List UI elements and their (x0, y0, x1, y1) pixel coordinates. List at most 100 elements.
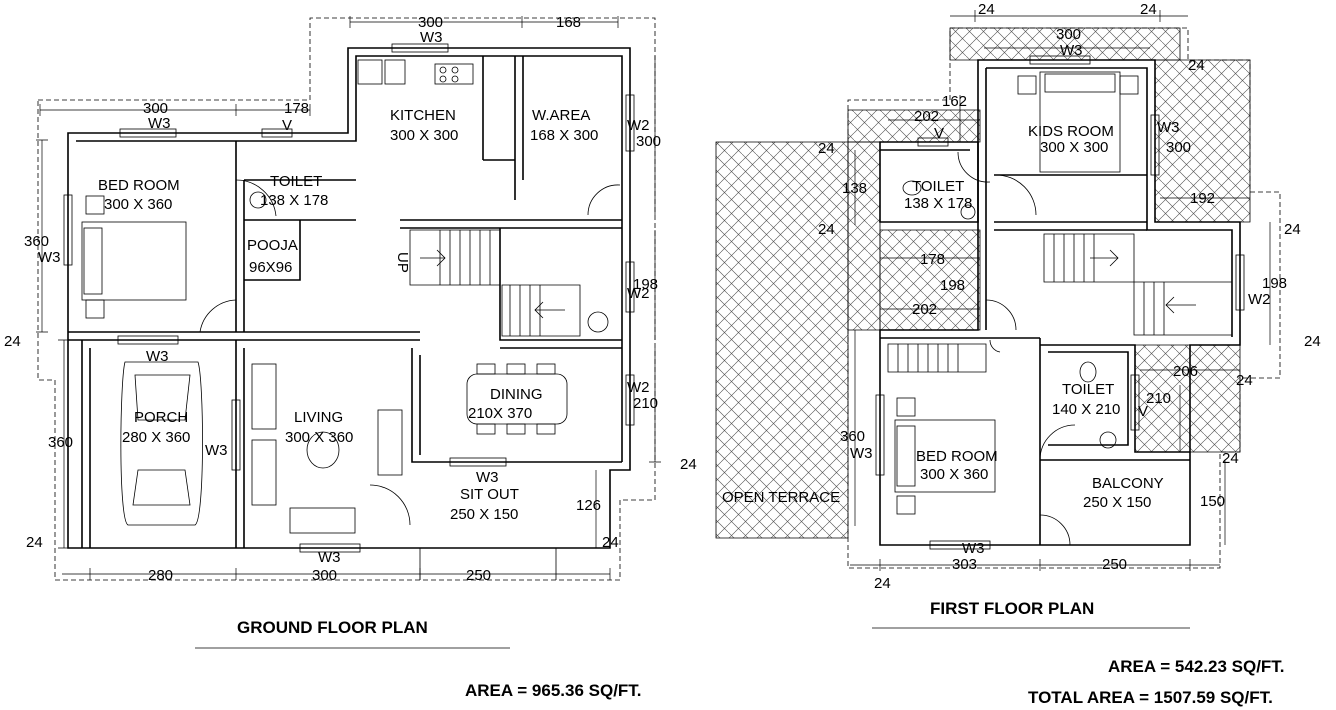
label-gf-vent: V (282, 117, 292, 134)
room-ff-toilet2-size: 140 X 210 (1052, 401, 1120, 418)
dim-ff-24d: 24 (818, 140, 835, 157)
dim-ff-24e: 24 (818, 221, 835, 238)
dim-ff-toilet-depth: 138 (842, 180, 867, 197)
dim-ff-bed-width: 303 (952, 556, 977, 573)
title-first-floor: FIRST FLOOR PLAN (930, 599, 1094, 618)
dim-gf-toilet-width: 178 (284, 100, 309, 117)
dim-ff-198a: 198 (940, 277, 965, 294)
label-gf-window-stair: W2 (627, 285, 650, 302)
dim-ff-202a: 202 (914, 108, 939, 125)
dim-ff-24h: 24 (1236, 372, 1253, 389)
dim-gf-wall-24c: 24 (680, 456, 697, 473)
room-gf-pooja-name: POOJA (247, 237, 298, 254)
dim-ff-206: 206 (1173, 363, 1198, 380)
first-floor-labels: 24 24 300 24 162 202 24 138 24 300 192 2… (722, 1, 1321, 707)
label-gf-window-bed-side: W3 (38, 249, 61, 266)
dim-ff-balcony-width: 250 (1102, 556, 1127, 573)
dim-gf-porch-depth: 360 (48, 434, 73, 451)
room-gf-porch-name: PORCH (134, 409, 188, 426)
room-ff-toilet1-size: 138 X 178 (904, 195, 972, 212)
dim-ff-202b: 202 (912, 301, 937, 318)
dim-ff-192: 192 (1190, 190, 1215, 207)
dim-gf-sitout-width: 250 (466, 567, 491, 584)
dim-gf-bed-width: 300 (143, 100, 168, 117)
label-ff-window-front: W3 (962, 540, 985, 557)
first-floor-plan (715, 10, 1281, 571)
dim-gf-kitchen-width: 300 (418, 14, 443, 31)
room-ff-bed-name: BED ROOM (916, 448, 998, 465)
room-ff-terrace-name: OPEN TERRACE (722, 489, 840, 506)
room-gf-sitout-size: 250 X 150 (450, 506, 518, 523)
area-ground-floor: AREA = 965.36 SQ/FT. (465, 681, 642, 700)
room-gf-toilet-name: TOILET (270, 173, 322, 190)
label-gf-window-bed: W3 (148, 115, 171, 132)
dim-ff-toilet2-depth: 210 (1146, 390, 1171, 407)
room-gf-kitchen-name: KITCHEN (390, 107, 456, 124)
room-ff-toilet2-name: TOILET (1062, 381, 1114, 398)
room-gf-dining-name: DINING (490, 386, 543, 403)
room-gf-bed-name: BED ROOM (98, 177, 180, 194)
label-gf-window-dining: W2 (627, 379, 650, 396)
label-ff-vent2: V (1138, 403, 1148, 420)
label-gf-window-warea: W2 (627, 117, 650, 134)
room-ff-balcony-size: 250 X 150 (1083, 494, 1151, 511)
room-gf-living-size: 300 X 360 (285, 429, 353, 446)
room-ff-kids-size: 300 X 300 (1040, 139, 1108, 156)
dim-gf-wall-24d: 24 (602, 534, 619, 551)
dim-ff-24i: 24 (1222, 450, 1239, 467)
ground-floor-labels: 300 178 300 168 360 24 360 24 300 198 21… (4, 14, 697, 700)
dim-ff-kids-width: 300 (1056, 26, 1081, 43)
dim-gf-wall-24b: 24 (26, 534, 43, 551)
room-ff-bed-size: 300 X 360 (920, 466, 988, 483)
dim-ff-178: 178 (920, 251, 945, 268)
dim-ff-24g: 24 (1304, 333, 1321, 350)
label-gf-window-kitchen: W3 (420, 29, 443, 46)
dim-gf-bed-depth: 360 (24, 233, 49, 250)
dim-ff-24a: 24 (978, 1, 995, 18)
title-ground-floor: GROUND FLOOR PLAN (237, 618, 428, 637)
label-ff-window-stair: W2 (1248, 291, 1271, 308)
room-ff-toilet1-name: TOILET (912, 178, 964, 195)
dim-gf-living-width: 300 (312, 567, 337, 584)
dim-gf-warea-depth: 300 (636, 133, 661, 150)
dim-ff-162: 162 (942, 93, 967, 110)
dim-ff-kids-depth: 300 (1166, 139, 1191, 156)
room-gf-bed-size: 300 X 360 (104, 196, 172, 213)
label-gf-window-porch: W3 (146, 348, 169, 365)
dim-gf-dining-depth: 210 (633, 395, 658, 412)
dim-ff-24k: 24 (874, 575, 891, 592)
label-ff-window-kids: W3 (1060, 42, 1083, 59)
room-gf-kitchen-size: 300 X 300 (390, 127, 458, 144)
label-gf-window-front: W3 (318, 549, 341, 566)
room-gf-warea-name: W.AREA (532, 107, 590, 124)
dim-gf-sitout-depth: 126 (576, 497, 601, 514)
dim-ff-bed-depth: 360 (840, 428, 865, 445)
room-gf-toilet-size: 138 X 178 (260, 192, 328, 209)
dim-gf-porch-width: 280 (148, 567, 173, 584)
label-ff-window-bed: W3 (850, 445, 873, 462)
dim-gf-stair-depth: 198 (633, 276, 658, 293)
dim-ff-198b: 198 (1262, 275, 1287, 292)
label-ff-window-kids-side: W3 (1157, 119, 1180, 136)
label-gf-window-living: W3 (205, 442, 228, 459)
dim-ff-24b: 24 (1140, 1, 1157, 18)
dim-gf-wall-24a: 24 (4, 333, 21, 350)
room-gf-sitout-name: SIT OUT (460, 486, 519, 503)
room-gf-warea-size: 168 X 300 (530, 127, 598, 144)
dim-ff-24f: 24 (1284, 221, 1301, 238)
label-gf-window-sitout: W3 (476, 469, 499, 486)
label-ff-vent1: V (934, 125, 944, 142)
room-gf-porch-size: 280 X 360 (122, 429, 190, 446)
dim-gf-warea-width: 168 (556, 14, 581, 31)
room-ff-kids-name: KIDS ROOM (1028, 123, 1114, 140)
room-gf-living-name: LIVING (294, 409, 343, 426)
room-gf-pooja-size: 96X96 (249, 259, 292, 276)
area-first-floor: AREA = 542.23 SQ/FT. (1108, 657, 1285, 676)
ground-floor-plan (36, 16, 661, 581)
area-total: TOTAL AREA = 1507.59 SQ/FT. (1028, 688, 1273, 707)
dim-ff-balcony-depth: 150 (1200, 493, 1225, 510)
label-gf-stair-up: UP (394, 252, 411, 273)
dim-ff-24c: 24 (1188, 57, 1205, 74)
room-gf-dining-size: 210X 370 (468, 405, 532, 422)
room-ff-balcony-name: BALCONY (1092, 475, 1164, 492)
